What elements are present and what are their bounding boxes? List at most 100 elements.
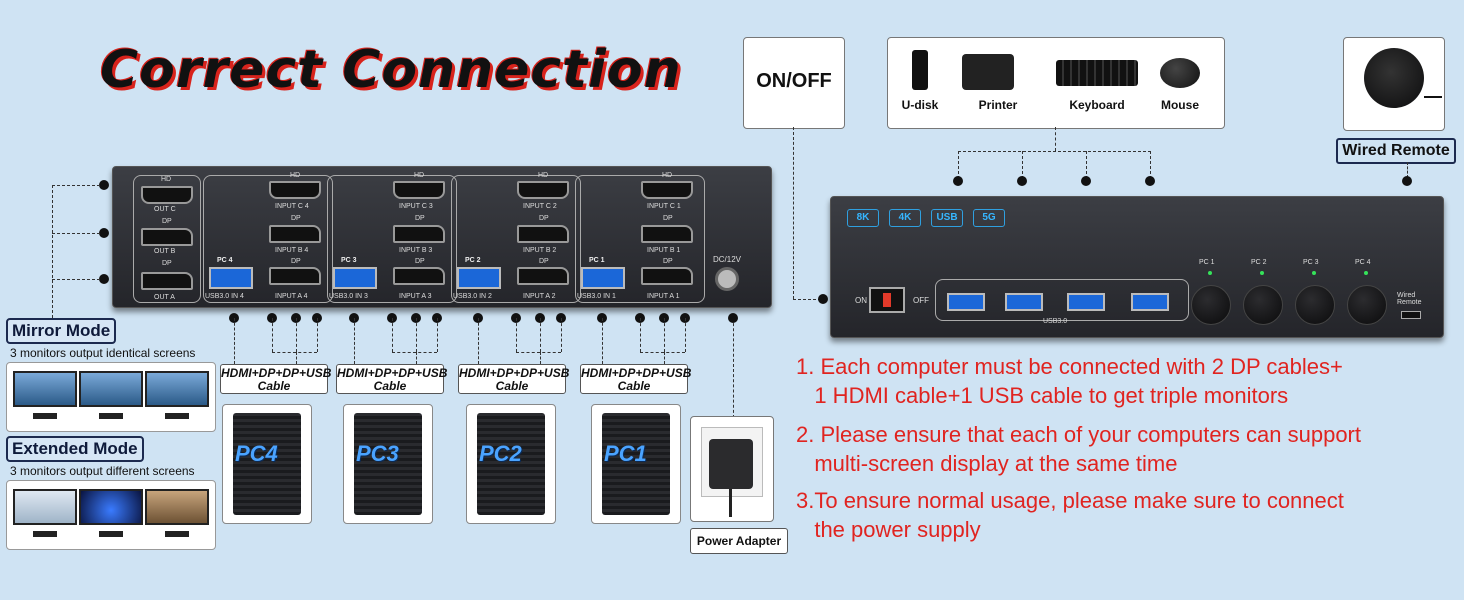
dp-out-port [141, 228, 193, 246]
extended-mode-desc: 3 monitors output different screens [10, 464, 195, 478]
dp-label: DP [291, 258, 301, 265]
u-disk-icon [912, 50, 928, 90]
dp-in-port [393, 225, 445, 243]
switch-rocker-red [883, 293, 891, 307]
input-c-label: INPUT C 3 [399, 203, 433, 210]
dp-label: DP [415, 258, 425, 265]
note-1a: 1. Each computer must be connected with … [796, 354, 1343, 379]
usb-in-port [333, 267, 377, 289]
hdmi-in-port [517, 181, 569, 199]
monitor-stand [99, 531, 123, 537]
hdmi-in-port [641, 181, 693, 199]
 [664, 318, 665, 352]
input-b-label: INPUT B 4 [275, 247, 309, 254]
on-off-label: ON/OFF [756, 70, 832, 92]
out-c-label: OUT C [154, 206, 176, 213]
printer-icon [962, 54, 1014, 90]
 [664, 352, 665, 364]
usb3-label: USB3.0 [1043, 318, 1068, 325]
peripheral-label: Mouse [1160, 98, 1199, 112]
hd-label: HD [290, 172, 301, 179]
 [234, 318, 235, 364]
usb-in-port [581, 267, 625, 289]
dp-label: DP [539, 215, 549, 222]
cable-label: HDMI+DP+DP+USB Cable [580, 364, 692, 394]
dp-label: DP [663, 215, 673, 222]
power-adapter-label: Power Adapter [690, 528, 788, 554]
on-off-box: ON/OFF [743, 37, 845, 129]
monitor-screen [79, 489, 143, 525]
pc-label: PC2 [479, 441, 522, 466]
pc-card: PC3 [343, 404, 433, 524]
monitor-stand [99, 413, 123, 419]
usb-port [1005, 293, 1043, 311]
keyboard-icon [1056, 60, 1138, 86]
hd-label: HD [662, 172, 673, 179]
 [602, 318, 603, 364]
output-port-group: HD OUT C DP OUT B DP OUT A [133, 175, 201, 303]
dp-in-port [517, 225, 569, 243]
pc-label: PC1 [604, 441, 647, 466]
mirror-mode-desc: 3 monitors output identical screens [10, 346, 196, 360]
input-b-label: INPUT B 3 [399, 247, 433, 254]
 [296, 318, 297, 352]
pc-tower-icon [602, 413, 670, 515]
pc-button-label: PC 1 [1199, 259, 1215, 266]
pc-button-label: PC 3 [1303, 259, 1319, 266]
power-switch[interactable] [869, 287, 905, 313]
input-b-label: INPUT B 2 [523, 247, 557, 254]
extended-mode-tag: Extended Mode [6, 436, 144, 462]
pc-port-label: PC 1 [589, 257, 605, 264]
connector-dot [818, 294, 828, 304]
pc-label: PC3 [356, 441, 399, 466]
feature-badge: 5G [973, 209, 1005, 227]
hd-label: HD [414, 172, 425, 179]
connector-dot [99, 228, 109, 238]
 [317, 318, 318, 352]
 [437, 318, 438, 352]
note-2a: 2. Please ensure that each of your compu… [796, 422, 1361, 447]
pc-card: PC4 [222, 404, 312, 524]
 [640, 352, 685, 353]
dp-label: DP [415, 215, 425, 222]
usb-port [1067, 293, 1105, 311]
remote-cord [1424, 96, 1442, 98]
usb-port [947, 293, 985, 311]
dp-label: DP [162, 260, 172, 267]
 [640, 318, 641, 352]
extended-monitor-set [6, 480, 216, 550]
pc-led-icon [1208, 271, 1212, 275]
pc-label: PC4 [235, 441, 278, 466]
input-c-label: INPUT C 2 [523, 203, 557, 210]
monitor-screen [145, 371, 209, 407]
pc-select-button[interactable] [1191, 285, 1231, 325]
pc-select-button[interactable] [1243, 285, 1283, 325]
hdmi-out-port [141, 186, 193, 204]
 [392, 352, 437, 353]
hd-label: HD [538, 172, 549, 179]
input-port-group [575, 175, 705, 303]
mirror-mode-tag: Mirror Mode [6, 318, 117, 344]
pc-port-label: PC 2 [465, 257, 481, 264]
pc-card: PC1 [591, 404, 681, 524]
 [354, 318, 355, 364]
usb-in-label: USB3.0 IN 1 [577, 293, 616, 300]
out-b-label: OUT B [154, 248, 176, 255]
peripheral-label: Keyboard [1069, 98, 1125, 112]
 [296, 352, 297, 364]
usb-in-port [209, 267, 253, 289]
monitor-stand [33, 413, 57, 419]
dp-in-port [641, 225, 693, 243]
pc-button-label: PC 4 [1355, 259, 1371, 266]
hd-label: HD [161, 176, 172, 183]
mirror-monitor-set [6, 362, 216, 432]
out-a-label: OUT A [154, 294, 175, 301]
dp-in-port [641, 267, 693, 285]
dp-in-port [269, 267, 321, 285]
pc-select-button[interactable] [1295, 285, 1335, 325]
pc-port-label: PC 3 [341, 257, 357, 264]
pc-select-button[interactable] [1347, 285, 1387, 325]
 [561, 318, 562, 352]
remote-port [1401, 311, 1421, 319]
